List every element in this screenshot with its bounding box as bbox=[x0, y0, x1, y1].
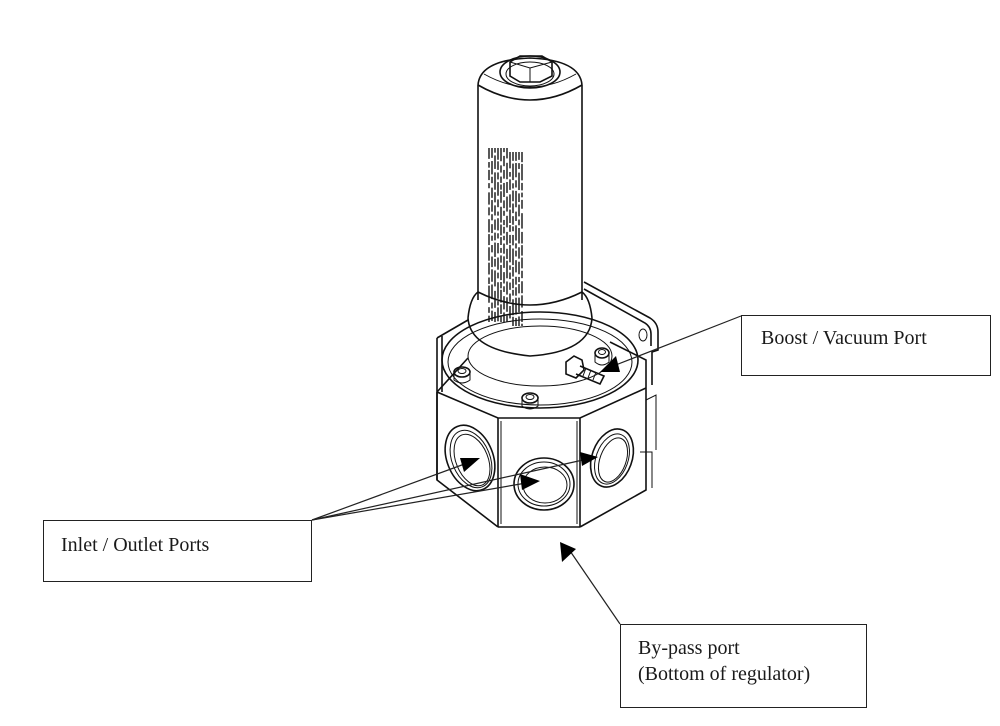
callout-label: Boost / Vacuum Port bbox=[761, 327, 927, 349]
product-label bbox=[488, 148, 523, 326]
callout-bypass-port: By-pass port (Bottom of regulator) bbox=[620, 624, 867, 708]
hex-base bbox=[436, 341, 657, 528]
cap-screw bbox=[521, 392, 539, 410]
port-left bbox=[444, 424, 496, 492]
arrowhead bbox=[580, 452, 598, 466]
arrowhead bbox=[460, 458, 480, 472]
arrowhead bbox=[520, 474, 540, 490]
callout-boost-vacuum-port: Boost / Vacuum Port bbox=[741, 315, 991, 376]
leader-boost-vacuum bbox=[600, 315, 742, 372]
cap-screw bbox=[453, 366, 471, 384]
boost-vacuum-fitting bbox=[565, 355, 606, 386]
callout-inlet-outlet-ports: Inlet / Outlet Ports bbox=[43, 520, 312, 582]
callout-label-line1: By-pass port bbox=[638, 637, 740, 659]
cap-screw bbox=[594, 347, 610, 366]
regulator-body bbox=[436, 55, 659, 528]
leader-bypass bbox=[560, 542, 621, 625]
arrowhead bbox=[600, 356, 620, 372]
flange bbox=[441, 311, 639, 410]
leader-inlet-outlet bbox=[311, 452, 598, 521]
adjusting-screw bbox=[499, 55, 561, 89]
port-right bbox=[589, 428, 635, 488]
arrowhead bbox=[560, 542, 576, 562]
callout-label: Inlet / Outlet Ports bbox=[61, 534, 210, 556]
inlet-outlet-ports bbox=[444, 424, 635, 511]
callout-label-line2: (Bottom of regulator) bbox=[638, 663, 811, 685]
spring-housing bbox=[467, 55, 593, 357]
